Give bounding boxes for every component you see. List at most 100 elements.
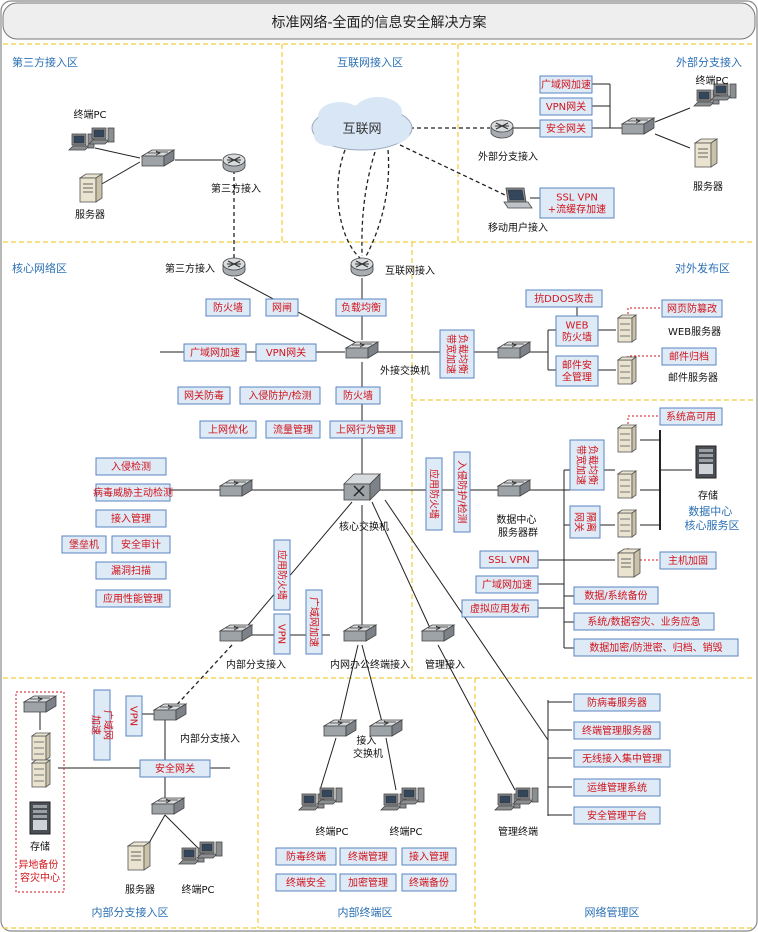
- box-label: 上网优化: [208, 423, 248, 436]
- box-label-line: 应用防火墙: [428, 469, 441, 519]
- switch-icon: [23, 695, 57, 713]
- box-ids-ips: 入侵防护/检测: [239, 386, 321, 405]
- rack-icon: [617, 424, 637, 453]
- box-disaster-recovery: 系统/数据容灾、业务应急: [573, 612, 715, 631]
- box-label: 负载均衡: [341, 301, 381, 314]
- label-terminal-pc: 终端PC: [389, 825, 422, 838]
- box-label-line: 接入管理: [111, 512, 151, 525]
- box-gatekeeper: 网闸: [265, 298, 299, 317]
- box-label: 广域网加速: [190, 346, 240, 359]
- box-frame: [177, 386, 231, 405]
- zone-title-internet: 互联网接入区: [337, 56, 403, 69]
- box-label-line: 堡垒机: [69, 538, 99, 551]
- box-label-line: SSL VPN: [556, 193, 598, 204]
- box-traffic-mgmt: 流量管理: [265, 420, 321, 439]
- box-frame: [95, 457, 167, 476]
- box-host-harden: 主机加固: [659, 551, 717, 570]
- page-title: 标准网络-全面的信息安全解决方案: [271, 14, 486, 31]
- box-frame: [573, 586, 659, 605]
- rack-icon: [617, 509, 637, 538]
- box-label-line: 主机加固: [668, 554, 708, 567]
- box-ssl-vpn-dc: SSL VPN: [479, 550, 539, 569]
- box-label-line: 入侵防护/检测: [248, 389, 311, 402]
- rack-icon: [31, 732, 51, 761]
- box-av-server: 防病毒服务器: [573, 693, 661, 712]
- offsite-backup-line2: 容灾中心: [20, 871, 60, 884]
- pc-icon: [196, 841, 223, 859]
- box-label-line: 入侵防护/检测: [456, 460, 469, 523]
- box-frame: [61, 535, 107, 554]
- box-label-line: 加速: [90, 715, 102, 735]
- label-server: 服务器: [125, 883, 155, 896]
- box-data-backup: 数据/系统备份: [573, 586, 659, 605]
- box-sec-gw-left: 安全网关: [139, 759, 211, 778]
- server-icon: [79, 173, 103, 203]
- internet-cloud-icon: [311, 97, 413, 151]
- box-access-mgmt: 接入管理: [95, 509, 167, 528]
- router-icon: [490, 119, 514, 139]
- box-label: 主机加固: [668, 554, 708, 567]
- box-frame: [95, 483, 171, 502]
- box-vuln-scan: 漏洞扫描: [95, 561, 167, 580]
- zone-title-internal-terminal: 内部终端区: [338, 905, 393, 919]
- switch-icon: [497, 479, 531, 497]
- box-ops-mgmt: 运维管理系统: [573, 778, 661, 797]
- laptop-icon: [503, 187, 533, 209]
- box-label: 数据加密/防泄密、归档、销毁: [589, 641, 722, 654]
- switch-icon: [323, 719, 357, 737]
- box-label: 堡垒机: [69, 538, 99, 551]
- box-ids-v: 入侵防护/检测: [453, 451, 471, 533]
- box-label-line: 运维管理系统: [587, 781, 647, 794]
- box-label: VPN: [276, 624, 287, 644]
- box-label-line: 加密管理: [348, 876, 388, 889]
- pc-icon: [512, 787, 539, 805]
- box-frame: [329, 420, 403, 439]
- box-label: 终端管理服务器: [582, 724, 652, 737]
- box-frame: [339, 847, 397, 866]
- box-label: 终端管理: [348, 850, 388, 863]
- box-web-optimize: 上网优化: [199, 420, 257, 439]
- box-label: 邮件归档: [669, 350, 709, 363]
- router-icon: [222, 257, 246, 277]
- dc-server-group-line2: 服务器群: [498, 526, 538, 539]
- box-label: 漏洞扫描: [111, 564, 151, 577]
- box-sec-audit: 安全审计: [111, 535, 171, 554]
- box-label-line: 邮件归档: [669, 350, 709, 363]
- label-mgmt-access: 管理接入: [425, 658, 465, 671]
- box-label: 病毒威胁主动检测: [93, 486, 173, 499]
- label-storage: 存储: [698, 489, 718, 502]
- box-frame: [453, 451, 471, 533]
- box-frame: [661, 299, 723, 318]
- box-frame: [573, 806, 661, 825]
- server-icon: [127, 841, 151, 871]
- box-vpn-left: VPN: [125, 695, 143, 737]
- label-offsite-backup: 异地备份 容灾中心: [18, 858, 61, 884]
- label-server: 服务器: [693, 180, 723, 193]
- box-frame: [661, 347, 717, 366]
- box-wan-accel-dc: 广域网加速: [475, 575, 539, 594]
- box-app-fw-branch: 应用防火墙: [273, 539, 291, 611]
- switch-icon: [421, 624, 455, 642]
- box-label: 系统高可用: [666, 410, 716, 423]
- box-label-line: VPN网关: [546, 100, 586, 113]
- box-label: 终端备份: [409, 876, 449, 889]
- box-label-line: 入侵检测: [111, 460, 151, 473]
- box-label-line: 终端备份: [409, 876, 449, 889]
- box-label: 邮件安全管理: [562, 359, 592, 384]
- box-label-line: 隔离: [585, 512, 598, 532]
- zone-title-third-party: 第三方接入区: [12, 55, 78, 69]
- box-label: 无线接入集中管理: [582, 752, 662, 765]
- box-frame: [335, 386, 381, 405]
- box-label-line: VPN: [128, 706, 139, 726]
- zone-title-dc-line1: 数据中心: [688, 504, 732, 518]
- box-label: 安全网关: [155, 762, 195, 775]
- box-frame: [275, 873, 337, 892]
- box-mail-archive: 邮件归档: [661, 347, 717, 366]
- box-wan-accel-core: 广域网加速: [183, 343, 247, 362]
- box-label: 数据/系统备份: [584, 589, 647, 602]
- internet-label: 互联网: [342, 122, 381, 137]
- box-label-line: 流量管理: [273, 423, 313, 436]
- box-label: 流量管理: [273, 423, 313, 436]
- box-label-line: 广域网加速: [308, 597, 321, 647]
